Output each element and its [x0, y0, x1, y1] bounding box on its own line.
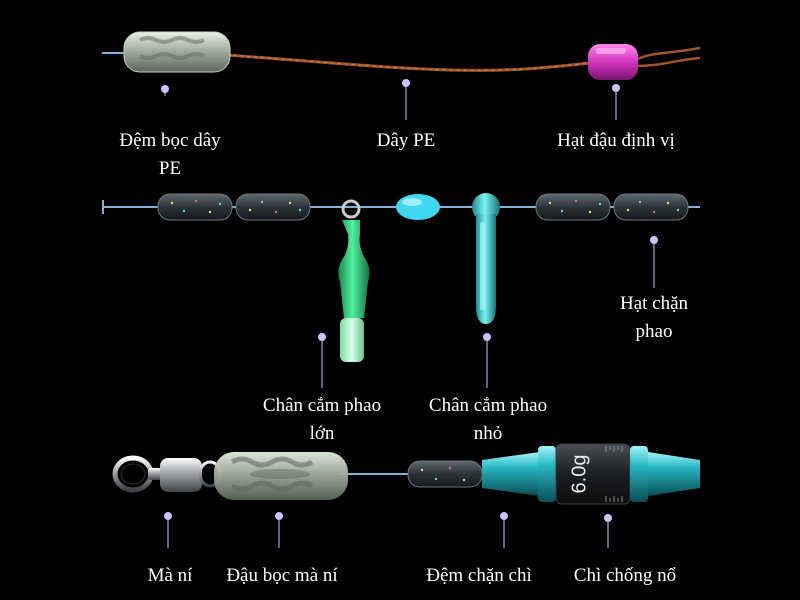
float-seat-large	[338, 199, 370, 362]
row-3: 6.0g	[112, 443, 700, 548]
float-stopper-left-2	[235, 193, 311, 221]
row-2	[102, 193, 700, 388]
label-line: Đậu bọc mà ní	[226, 565, 338, 586]
label-dau-boc-ma-ni: Đậu bọc mà ní	[206, 562, 358, 590]
marker-dot-6	[483, 333, 491, 341]
label-line: Dây PE	[376, 130, 436, 151]
marker-dot-5	[318, 333, 326, 341]
label-dem-boc-day-pe: Đệm bọc dây PE	[100, 127, 240, 183]
marker-dot-7	[164, 512, 172, 520]
marker-dot-9	[500, 512, 508, 520]
marker-dot-8	[275, 512, 283, 520]
pe-line	[225, 53, 601, 72]
float-stopper-left-1	[157, 193, 233, 221]
label-line: Chì chống nổ	[573, 565, 677, 586]
label-line: Chân cắm phao	[262, 395, 382, 416]
anti-burst-sinker: 6.0g	[482, 443, 700, 505]
pe-line-sleeve	[123, 31, 231, 73]
positioning-bead	[588, 44, 638, 80]
label-hat-dau-dinh-vi: Hạt đậu định vị	[530, 127, 702, 155]
label-ma-ni: Mà ní	[130, 562, 210, 590]
label-chi-chong-no: Chì chống nổ	[552, 562, 698, 590]
label-line: phao	[635, 321, 673, 342]
pe-line-twist	[225, 54, 601, 71]
label-line: Đệm chặn chì	[426, 565, 532, 586]
float-seat-small	[472, 193, 500, 324]
label-line: Đệm bọc dây	[119, 130, 221, 151]
float-stopper-right-2	[613, 193, 689, 221]
label-line: lớn	[309, 423, 335, 444]
label-line: PE	[158, 158, 182, 179]
row-1	[102, 31, 701, 120]
sinker-stopper	[407, 460, 483, 488]
pe-line-tail	[635, 46, 701, 68]
marker-dot-4	[650, 236, 658, 244]
label-hat-chan-phao: Hạt chặn phao	[594, 290, 714, 346]
label-line: Hạt đậu định vị	[557, 130, 675, 151]
sinker-weight-text: 6.0g	[568, 455, 590, 494]
label-line: Hạt chặn	[619, 293, 689, 314]
label-line: Mà ní	[147, 565, 193, 586]
label-line: nhỏ	[473, 423, 503, 444]
label-line: Chân cắm phao	[428, 395, 548, 416]
center-bead	[396, 194, 440, 220]
label-chan-cam-phao-lon: Chân cắm phao lớn	[238, 392, 406, 448]
swivel	[112, 455, 222, 493]
float-stopper-right-1	[535, 193, 611, 221]
marker-dot-1	[161, 85, 169, 93]
label-day-pe: Dây PE	[346, 127, 466, 155]
marker-dot-2	[402, 79, 410, 87]
marker-dot-10	[604, 514, 612, 522]
swivel-sleeve	[214, 452, 348, 500]
label-chan-cam-phao-nho: Chân cắm phao nhỏ	[404, 392, 572, 448]
marker-dot-3	[612, 84, 620, 92]
label-dem-chan-chi: Đệm chặn chì	[404, 562, 554, 590]
